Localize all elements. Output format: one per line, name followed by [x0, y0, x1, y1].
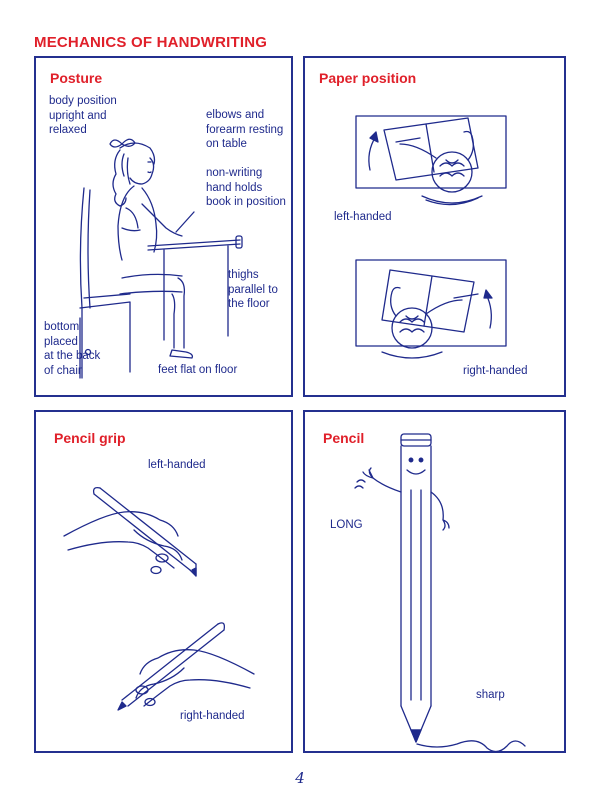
pencil-title: Pencil — [323, 430, 365, 446]
left-hand-grip-illustration — [64, 484, 204, 584]
body-position-label: body position upright and relaxed — [49, 95, 117, 136]
posture-title: Posture — [50, 70, 103, 86]
page-title: MECHANICS OF HANDWRITING — [34, 34, 268, 51]
non-writing-hand-label: non-writing hand holds book in position — [206, 167, 286, 208]
left-handed-grip-label: left-handed — [148, 459, 206, 471]
right-hand-grip-illustration — [114, 618, 254, 718]
elbows-label: elbows and forearm resting on table — [206, 109, 284, 150]
page-number: 4 — [295, 769, 305, 787]
paper-position-panel: Paper position left-handed — [303, 56, 566, 397]
right-handed-paper-label: right-handed — [463, 365, 528, 377]
seated-child-illustration — [76, 128, 236, 368]
left-handed-paper-illustration — [356, 110, 506, 210]
left-handed-paper-label: left-handed — [334, 211, 392, 223]
long-label: LONG — [330, 519, 363, 531]
pencil-panel: Pencil LONG sharp — [303, 410, 566, 753]
paper-position-title: Paper position — [319, 70, 417, 86]
thighs-label: thighs parallel to the floor — [228, 269, 278, 310]
pencil-grip-panel: Pencil grip left-handed right-handed — [34, 410, 293, 753]
posture-panel: Posture body position upright and relaxe… — [34, 56, 293, 397]
right-handed-grip-label: right-handed — [180, 710, 245, 722]
pencil-grip-title: Pencil grip — [54, 430, 126, 446]
smiling-pencil-illustration — [353, 430, 543, 750]
right-handed-paper-illustration — [356, 258, 506, 358]
feet-label: feet flat on floor — [158, 364, 238, 376]
sharp-label: sharp — [476, 689, 505, 701]
